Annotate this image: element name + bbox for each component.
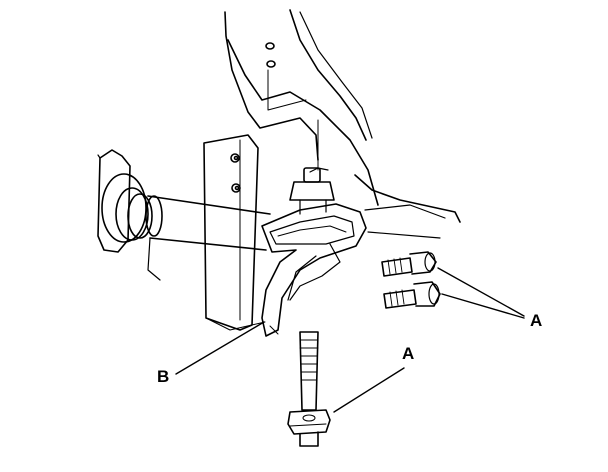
axle-shaft <box>97 149 271 281</box>
bracket-b <box>261 203 367 337</box>
shock-absorber <box>289 167 335 215</box>
callout-a-long-bolt: A <box>402 344 415 363</box>
long-bolt <box>287 331 331 447</box>
mounting-plate <box>203 134 266 331</box>
leader-lines <box>175 267 525 413</box>
frame-body <box>224 9 461 239</box>
short-bolt-upper <box>381 251 437 277</box>
callout-a-bolts: A <box>530 311 543 330</box>
callout-b-bracket: B <box>157 367 170 386</box>
short-bolt-lower <box>383 281 441 309</box>
